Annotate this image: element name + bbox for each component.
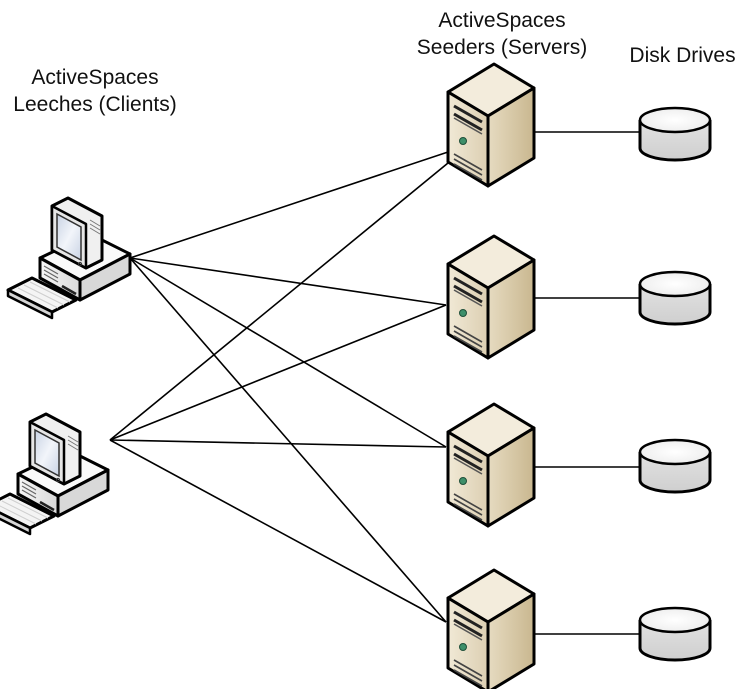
disk-drive-icon [638,606,712,662]
servers-heading-line-2: Seeders (Servers) [416,36,588,59]
clients-heading-line-1: ActiveSpaces [31,66,159,89]
client-computer-icon [6,196,132,320]
connection-lines [109,151,449,623]
client-server-link [129,257,447,448]
client-server-link [109,304,447,441]
disks-heading-line-1: Disk Drives [629,44,736,67]
client-server-link [129,151,449,259]
disk-drive-icon [638,106,712,162]
server-icon [444,232,536,364]
disks-heading: Disk Drives [620,42,743,69]
server-icon [444,60,536,192]
client-server-link [129,257,447,306]
clients-heading-line-2: Leeches (Clients) [13,93,177,116]
clients-heading: ActiveSpaces Leeches (Clients) [0,64,190,118]
server-icon [444,400,536,532]
client-server-link [109,162,449,441]
servers-heading: ActiveSpaces Seeders (Servers) [412,7,592,61]
storage-links [534,131,640,635]
client-server-link [109,439,447,448]
server-icon [444,566,536,689]
servers-heading-line-1: ActiveSpaces [438,9,566,32]
client-server-link [129,257,447,623]
disk-drive-icon [638,270,712,326]
client-server-link [109,439,447,623]
disk-drive-icon [638,438,712,494]
client-computer-icon [0,412,110,536]
